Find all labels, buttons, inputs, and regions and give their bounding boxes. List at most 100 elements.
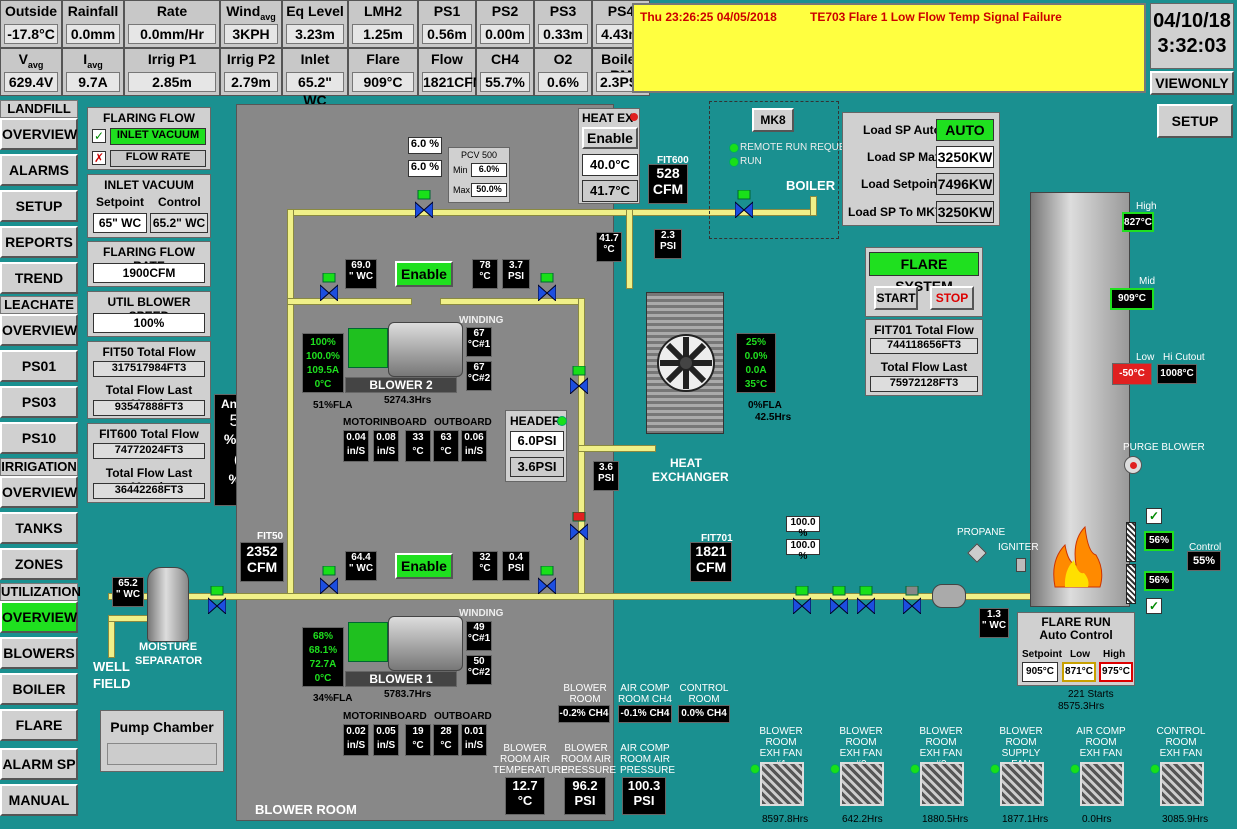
flare-valve-cv[interactable]: 100.0 % xyxy=(786,539,820,562)
b1-temp-unit: °C xyxy=(479,563,491,574)
nav-irrigation-zones[interactable]: ZONES xyxy=(0,548,78,580)
inlet-vacuum-option[interactable]: INLET VACUUM xyxy=(110,128,206,145)
exhaust-fan-icon[interactable] xyxy=(920,762,964,806)
valve-icon[interactable] xyxy=(856,585,876,616)
nav-landfill-trend[interactable]: TREND xyxy=(0,262,78,294)
flare-sp-input[interactable]: 905°C xyxy=(1022,662,1058,682)
b1-winding2: 50°C#2 xyxy=(466,655,492,685)
nav-leachate-ps03[interactable]: PS03 xyxy=(0,386,78,418)
flame-arrestor-icon xyxy=(932,584,966,608)
flare-start-button[interactable]: START xyxy=(874,286,918,310)
exhaust-fan-icon[interactable] xyxy=(840,762,884,806)
b1-blower-body-icon xyxy=(388,616,463,671)
nav-landfill-overview[interactable]: OVERVIEW xyxy=(0,118,78,150)
b1-name: BLOWER 1 xyxy=(345,671,457,687)
exhaust-fan-icon[interactable] xyxy=(760,762,804,806)
valve-icon[interactable] xyxy=(902,585,922,616)
hx-label-1: HEAT xyxy=(670,456,702,470)
header-label: Flow xyxy=(431,51,463,67)
valve-icon[interactable] xyxy=(829,585,849,616)
b2-wc-unit: " WC xyxy=(348,271,374,282)
flaring-flow-rate-input[interactable]: 1900CFM xyxy=(93,263,205,283)
flame-icon xyxy=(1050,525,1105,590)
valve-icon[interactable] xyxy=(319,272,339,303)
flare-inlet-wc: 1.3" WC xyxy=(979,608,1009,638)
flare-low-readout: -50°C xyxy=(1112,363,1152,385)
heatex-enable-button[interactable]: Enable xyxy=(582,127,638,149)
nav-leachate-ps01[interactable]: PS01 xyxy=(0,350,78,382)
mk8-button[interactable]: MK8 xyxy=(752,108,794,132)
valve-icon[interactable] xyxy=(537,565,557,596)
valve-icon[interactable] xyxy=(734,189,754,220)
valve-icon[interactable] xyxy=(569,365,589,396)
nav-header-landfill: LANDFILL xyxy=(0,100,78,118)
b2-outboard-label: OUTBOARD xyxy=(434,417,492,428)
pcv-min-input[interactable]: 6.0% xyxy=(471,163,507,177)
hx-hrs: 42.5Hrs xyxy=(755,412,792,423)
exhaust-fan-icon[interactable] xyxy=(1000,762,1044,806)
nav-utilization-blowers[interactable]: BLOWERS xyxy=(0,637,78,669)
pcv-cv[interactable]: 6.0 % xyxy=(408,160,442,177)
nav-landfill-alarms[interactable]: ALARMS xyxy=(0,154,78,186)
nav-irrigation-overview[interactable]: OVERVIEW xyxy=(0,476,78,508)
header-pressure-1: 6.0PSI xyxy=(510,431,564,451)
valve-icon[interactable] xyxy=(792,585,812,616)
nav-leachate-ps10[interactable]: PS10 xyxy=(0,422,78,454)
nav-bottom-alarm-sp[interactable]: ALARM SP xyxy=(0,748,78,780)
br-press-label: BLOWER ROOM AIR PRESSURE xyxy=(561,743,617,776)
alarm-time: Thu 23:26:25 04/05/2018 xyxy=(640,10,777,24)
header-label: Flare xyxy=(366,51,400,67)
load-max-input[interactable]: 3250KW xyxy=(936,146,994,168)
flow-rate-option[interactable]: FLOW RATE xyxy=(110,150,206,167)
flare-run-panel: FLARE RUN Auto Control Setpoint Low High… xyxy=(1017,612,1135,686)
pump-chamber-panel[interactable]: Pump Chamber xyxy=(100,710,224,772)
b2-winding1: 67°C#1 xyxy=(466,327,492,357)
flare-stop-button[interactable]: STOP xyxy=(930,286,974,310)
fan-status-icon xyxy=(990,764,1000,774)
fit50-unit: CFM xyxy=(246,559,278,575)
alarm-banner[interactable]: Thu 23:26:25 04/05/2018 TE703 Flare 1 Lo… xyxy=(632,3,1146,93)
ac-press-unit: PSI xyxy=(633,793,655,808)
inlet-vacuum-check-icon[interactable]: ✓ xyxy=(92,129,106,143)
valve-icon[interactable] xyxy=(537,272,557,303)
nav-leachate-overview[interactable]: OVERVIEW xyxy=(0,314,78,346)
br-ch4-readout: -0.2% CH4 xyxy=(558,705,610,723)
valve-icon[interactable] xyxy=(569,511,589,542)
valve-icon[interactable] xyxy=(414,189,434,220)
valve-icon[interactable] xyxy=(319,565,339,596)
nav-bottom-manual[interactable]: MANUAL xyxy=(0,784,78,816)
nav-utilization-flare[interactable]: FLARE xyxy=(0,709,78,741)
setpoint-input[interactable]: 65" WC xyxy=(93,213,147,233)
header-value: 2.79m xyxy=(224,72,278,92)
b1-enable-button[interactable]: Enable xyxy=(395,553,453,579)
nav-irrigation-tanks[interactable]: TANKS xyxy=(0,512,78,544)
flare-hi-input[interactable]: 975°C xyxy=(1099,662,1133,682)
header-label: Outside xyxy=(4,3,58,19)
stat-line: 0°C xyxy=(314,673,332,684)
nav-utilization-boiler[interactable]: BOILER xyxy=(0,673,78,705)
pump-chamber-title: Pump Chamber xyxy=(110,719,214,735)
nav-landfill-setup[interactable]: SETUP xyxy=(0,190,78,222)
util-blower-speed-input[interactable]: 100% xyxy=(93,313,205,333)
exhaust-fan-icon[interactable] xyxy=(1160,762,1204,806)
load-auto-button[interactable]: AUTO xyxy=(936,119,994,141)
setup-button[interactable]: SETUP xyxy=(1157,104,1233,138)
valve-icon[interactable] xyxy=(207,585,227,616)
nav-sidebar: LANDFILL OVERVIEW ALARMS SETUP REPORTS TREND… xyxy=(0,98,81,829)
flare-lo-input[interactable]: 871°C xyxy=(1062,662,1096,682)
b2-enable-button[interactable]: Enable xyxy=(395,261,453,287)
br-press-unit: PSI xyxy=(574,793,596,808)
viewonly-button[interactable]: VIEWONLY xyxy=(1150,71,1234,95)
nav-landfill-reports[interactable]: REPORTS xyxy=(0,226,78,258)
flow-rate-x-icon[interactable]: ✗ xyxy=(92,151,106,165)
exhaust-fan-icon[interactable] xyxy=(1080,762,1124,806)
pcv-max-input[interactable]: 50.0% xyxy=(471,183,507,197)
fan-hours: 0.0Hrs xyxy=(1082,814,1112,825)
nav-utilization-overview[interactable]: OVERVIEW xyxy=(0,601,78,633)
